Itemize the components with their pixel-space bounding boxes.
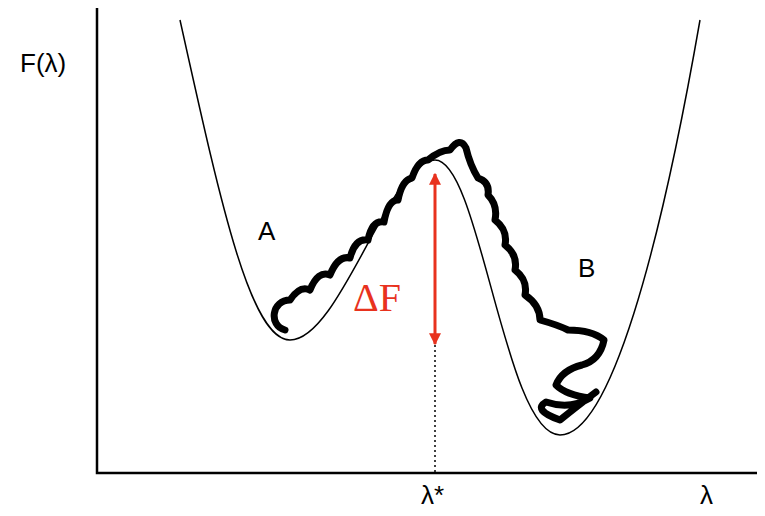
- tick-label: λ*: [421, 482, 444, 508]
- trajectory-path: [274, 142, 604, 420]
- axis-label: λ: [700, 482, 713, 508]
- barrier-label: ΔF: [353, 278, 401, 318]
- dotted-guide: [434, 345, 436, 473]
- state-label: B: [578, 255, 595, 281]
- axes: [97, 8, 757, 473]
- barrier-arrow: [434, 174, 437, 344]
- axis-label: F(λ): [20, 50, 66, 76]
- energy-curve: [180, 20, 700, 435]
- state-label: A: [258, 218, 275, 244]
